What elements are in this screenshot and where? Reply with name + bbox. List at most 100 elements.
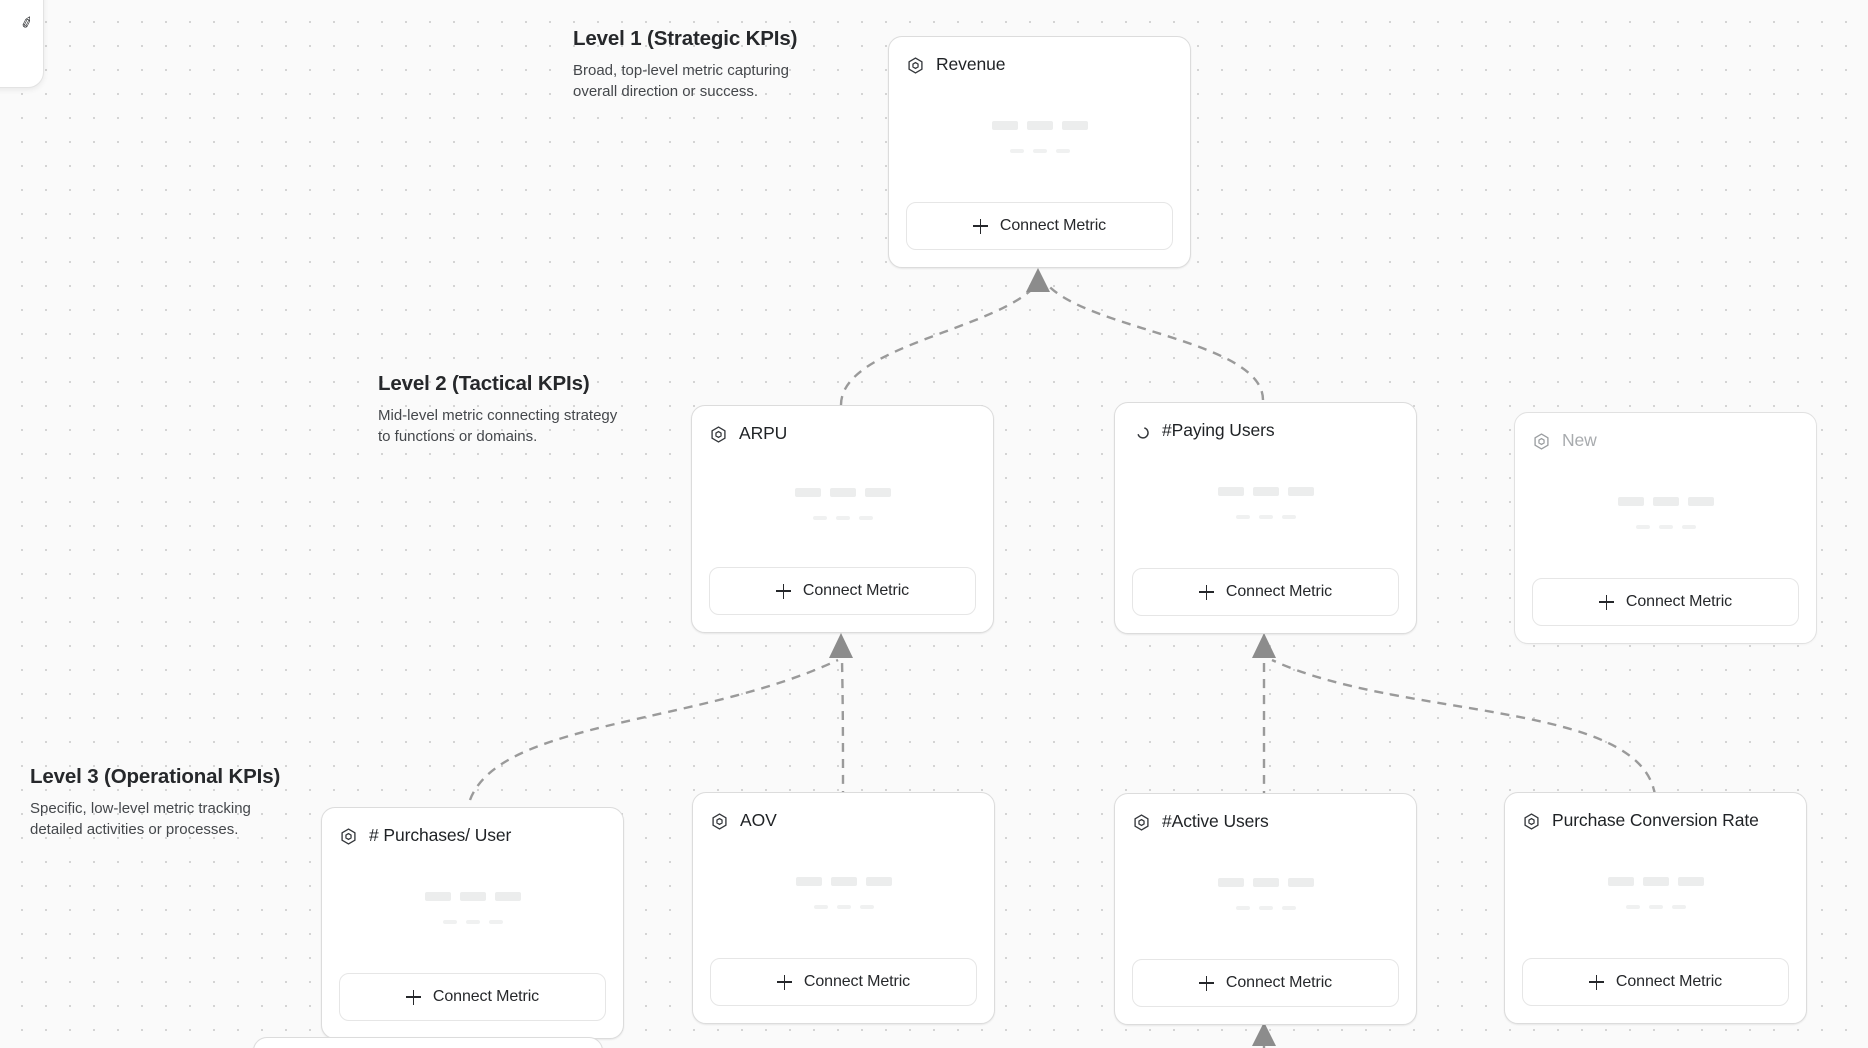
skeleton-bar [864, 487, 891, 497]
skeleton-row-secondary [1235, 905, 1296, 910]
skeleton-bar [812, 515, 827, 520]
skeleton-bar [1009, 148, 1024, 153]
skeleton-row-secondary [813, 904, 874, 909]
connect-metric-button-purchase-conversion-rate[interactable]: Connect Metric [1522, 958, 1789, 1006]
skeleton-row-secondary [1009, 148, 1070, 153]
skeleton-bar [1055, 148, 1070, 153]
connect-metric-label: Connect Metric [803, 973, 911, 990]
metric-card-active-users[interactable]: #Active Users Connect Metric [1114, 793, 1417, 1025]
card-header-paying-users: #Paying Users [1132, 419, 1399, 443]
connect-metric-button-new[interactable]: Connect Metric [1532, 578, 1799, 626]
skeleton-bar [1026, 120, 1053, 130]
skeleton-row-secondary [1235, 514, 1296, 519]
connect-metric-button-paying-users[interactable]: Connect Metric [1132, 568, 1399, 616]
skeleton-row-primary [1607, 876, 1704, 886]
skeleton-bar [1658, 524, 1673, 529]
edge-aov-to-arpu [840, 659, 845, 801]
card-skeleton-aov [710, 833, 977, 958]
skeleton-bar [1635, 524, 1650, 529]
skeleton-row-secondary [1635, 524, 1696, 529]
arrowhead-active-users [1252, 1022, 1276, 1046]
skeleton-bar [865, 876, 892, 886]
hexagon-metric-icon [1524, 812, 1539, 830]
metric-card-purchases-per-user[interactable]: # Purchases/ User Connect Metric [321, 807, 624, 1039]
level-1-description: Broad, top-level metric capturing overal… [573, 62, 789, 101]
skeleton-bar [465, 919, 480, 924]
skeleton-bar [1217, 877, 1244, 887]
edge-purchases-to-arpu [468, 658, 839, 801]
skeleton-bar [1625, 904, 1640, 909]
card-title-purchases-per-user: # Purchases/ User [369, 825, 512, 846]
arrowhead-paying-users [1252, 633, 1276, 658]
card-header-revenue: Revenue [906, 53, 1173, 77]
plus-icon [1588, 974, 1604, 990]
skeleton-bar [1687, 496, 1714, 506]
skeleton-row-primary [1617, 496, 1714, 506]
card-header-purchases-per-user: # Purchases/ User [339, 824, 606, 848]
card-title-revenue: Revenue [936, 54, 1006, 75]
skeleton-bar [836, 904, 851, 909]
level-2-title: Level 2 (Tactical KPIs) [378, 372, 590, 395]
skeleton-bar [1235, 905, 1250, 910]
skeleton-bar [1258, 514, 1273, 519]
skeleton-bar [1287, 877, 1314, 887]
skeleton-row-primary [424, 891, 521, 901]
skeleton-bar [829, 487, 856, 497]
metric-card-purchase-conversion-rate[interactable]: Purchase Conversion Rate Connect Metric [1504, 792, 1807, 1024]
skeleton-bar [858, 515, 873, 520]
skeleton-bar [1281, 905, 1296, 910]
skeleton-bar [459, 891, 486, 901]
card-skeleton-paying-users [1132, 443, 1399, 568]
connect-metric-button-aov[interactable]: Connect Metric [710, 958, 977, 1006]
card-header-arpu: ARPU [709, 422, 976, 446]
skeleton-bar [991, 120, 1018, 130]
level-1-title: Level 1 (Strategic KPIs) [573, 27, 798, 50]
hexagon-metric-icon [711, 425, 726, 443]
skeleton-bar [424, 891, 451, 901]
connect-metric-button-revenue[interactable]: Connect Metric [906, 202, 1173, 250]
arrowhead-revenue [1026, 268, 1050, 292]
metric-card-arpu[interactable]: ARPU Connect Metric [691, 405, 994, 633]
card-skeleton-active-users [1132, 834, 1399, 959]
card-title-aov: AOV [740, 810, 777, 831]
hexagon-metric-icon [712, 812, 727, 830]
connect-metric-button-arpu[interactable]: Connect Metric [709, 567, 976, 615]
level-3-description: Specific, low-level metric tracking deta… [30, 800, 251, 839]
skeleton-bar [1252, 877, 1279, 887]
hexagon-metric-icon [1134, 813, 1149, 831]
skeleton-bar [1671, 904, 1686, 909]
level-3-title: Level 3 (Operational KPIs) [30, 765, 281, 788]
connect-metric-button-purchases-per-user[interactable]: Connect Metric [339, 973, 606, 1021]
pen-tool-icon: ✐ [19, 12, 37, 34]
skeleton-bar [1287, 486, 1314, 496]
card-skeleton-purchases-per-user [339, 848, 606, 973]
metric-card-offscreen-bottom[interactable] [253, 1037, 603, 1048]
level-1-legend: Level 1 (Strategic KPIs) Broad, top-leve… [573, 27, 818, 103]
skeleton-bar [830, 876, 857, 886]
plus-icon [405, 989, 421, 1005]
connect-metric-label: Connect Metric [1225, 974, 1333, 991]
metric-card-new[interactable]: New Connect Metric [1514, 412, 1817, 644]
connect-metric-button-active-users[interactable]: Connect Metric [1132, 959, 1399, 1007]
metric-card-aov[interactable]: AOV Connect Metric [692, 792, 995, 1024]
skeleton-bar [859, 904, 874, 909]
skeleton-bar [795, 876, 822, 886]
plus-icon [776, 974, 792, 990]
plus-icon [1198, 584, 1214, 600]
metric-card-paying-users[interactable]: #Paying Users Connect Metric [1114, 402, 1417, 634]
card-skeleton-revenue [906, 77, 1173, 202]
skeleton-bar [1681, 524, 1696, 529]
connect-metric-label: Connect Metric [999, 217, 1107, 234]
skeleton-row-secondary [1625, 904, 1686, 909]
skeleton-bar [813, 904, 828, 909]
level-2-description-text: Mid-level metric connecting strategy to … [378, 407, 618, 446]
skeleton-row-primary [1217, 486, 1314, 496]
card-header-purchase-conversion-rate: Purchase Conversion Rate [1522, 809, 1789, 833]
floating-toolbar-panel[interactable]: ✐ [0, 0, 44, 88]
card-title-purchase-conversion-rate: Purchase Conversion Rate [1552, 810, 1759, 831]
skeleton-row-primary [991, 120, 1088, 130]
card-header-active-users: #Active Users [1132, 810, 1399, 834]
skeleton-bar [1217, 486, 1244, 496]
metric-card-revenue[interactable]: Revenue Connect Metric [888, 36, 1191, 268]
